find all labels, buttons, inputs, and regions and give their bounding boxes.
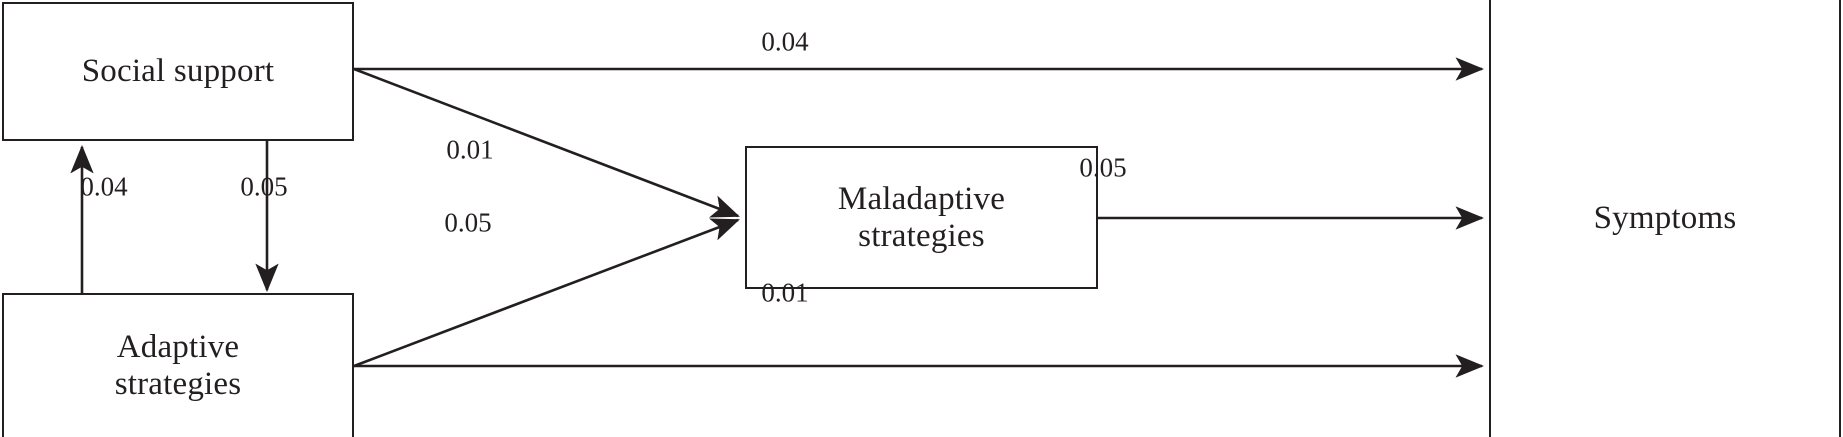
node-symptoms-label: Symptoms (1593, 200, 1737, 237)
edge-label-social-to-symptoms: 0.04 (761, 26, 809, 57)
edge-label-maladaptive-to-symptoms: 0.05 (1079, 152, 1127, 183)
edge-adaptive-to-maladaptive (353, 218, 740, 368)
node-social-support-label: Social support (81, 53, 275, 90)
edge-label-adaptive-to-social: 0.04 (80, 171, 128, 202)
node-social-support[interactable]: Social support (2, 2, 354, 141)
node-adaptive-strategies-label: Adaptive strategies (114, 329, 242, 402)
edge-label-adaptive-to-maladaptive: 0.05 (444, 207, 492, 238)
edge-label-social-to-maladaptive: 0.01 (446, 134, 494, 165)
edge-social-to-maladaptive (353, 67, 740, 218)
node-adaptive-strategies[interactable]: Adaptive strategies (2, 293, 354, 437)
edge-label-social-to-adaptive: 0.05 (240, 171, 288, 202)
node-maladaptive-strategies-label: Maladaptive strategies (837, 180, 1006, 254)
node-symptoms[interactable]: Symptoms (1489, 0, 1841, 437)
node-maladaptive-strategies[interactable]: Maladaptive strategies (745, 146, 1098, 289)
edge-label-adaptive-to-symptoms: 0.01 (761, 277, 809, 308)
